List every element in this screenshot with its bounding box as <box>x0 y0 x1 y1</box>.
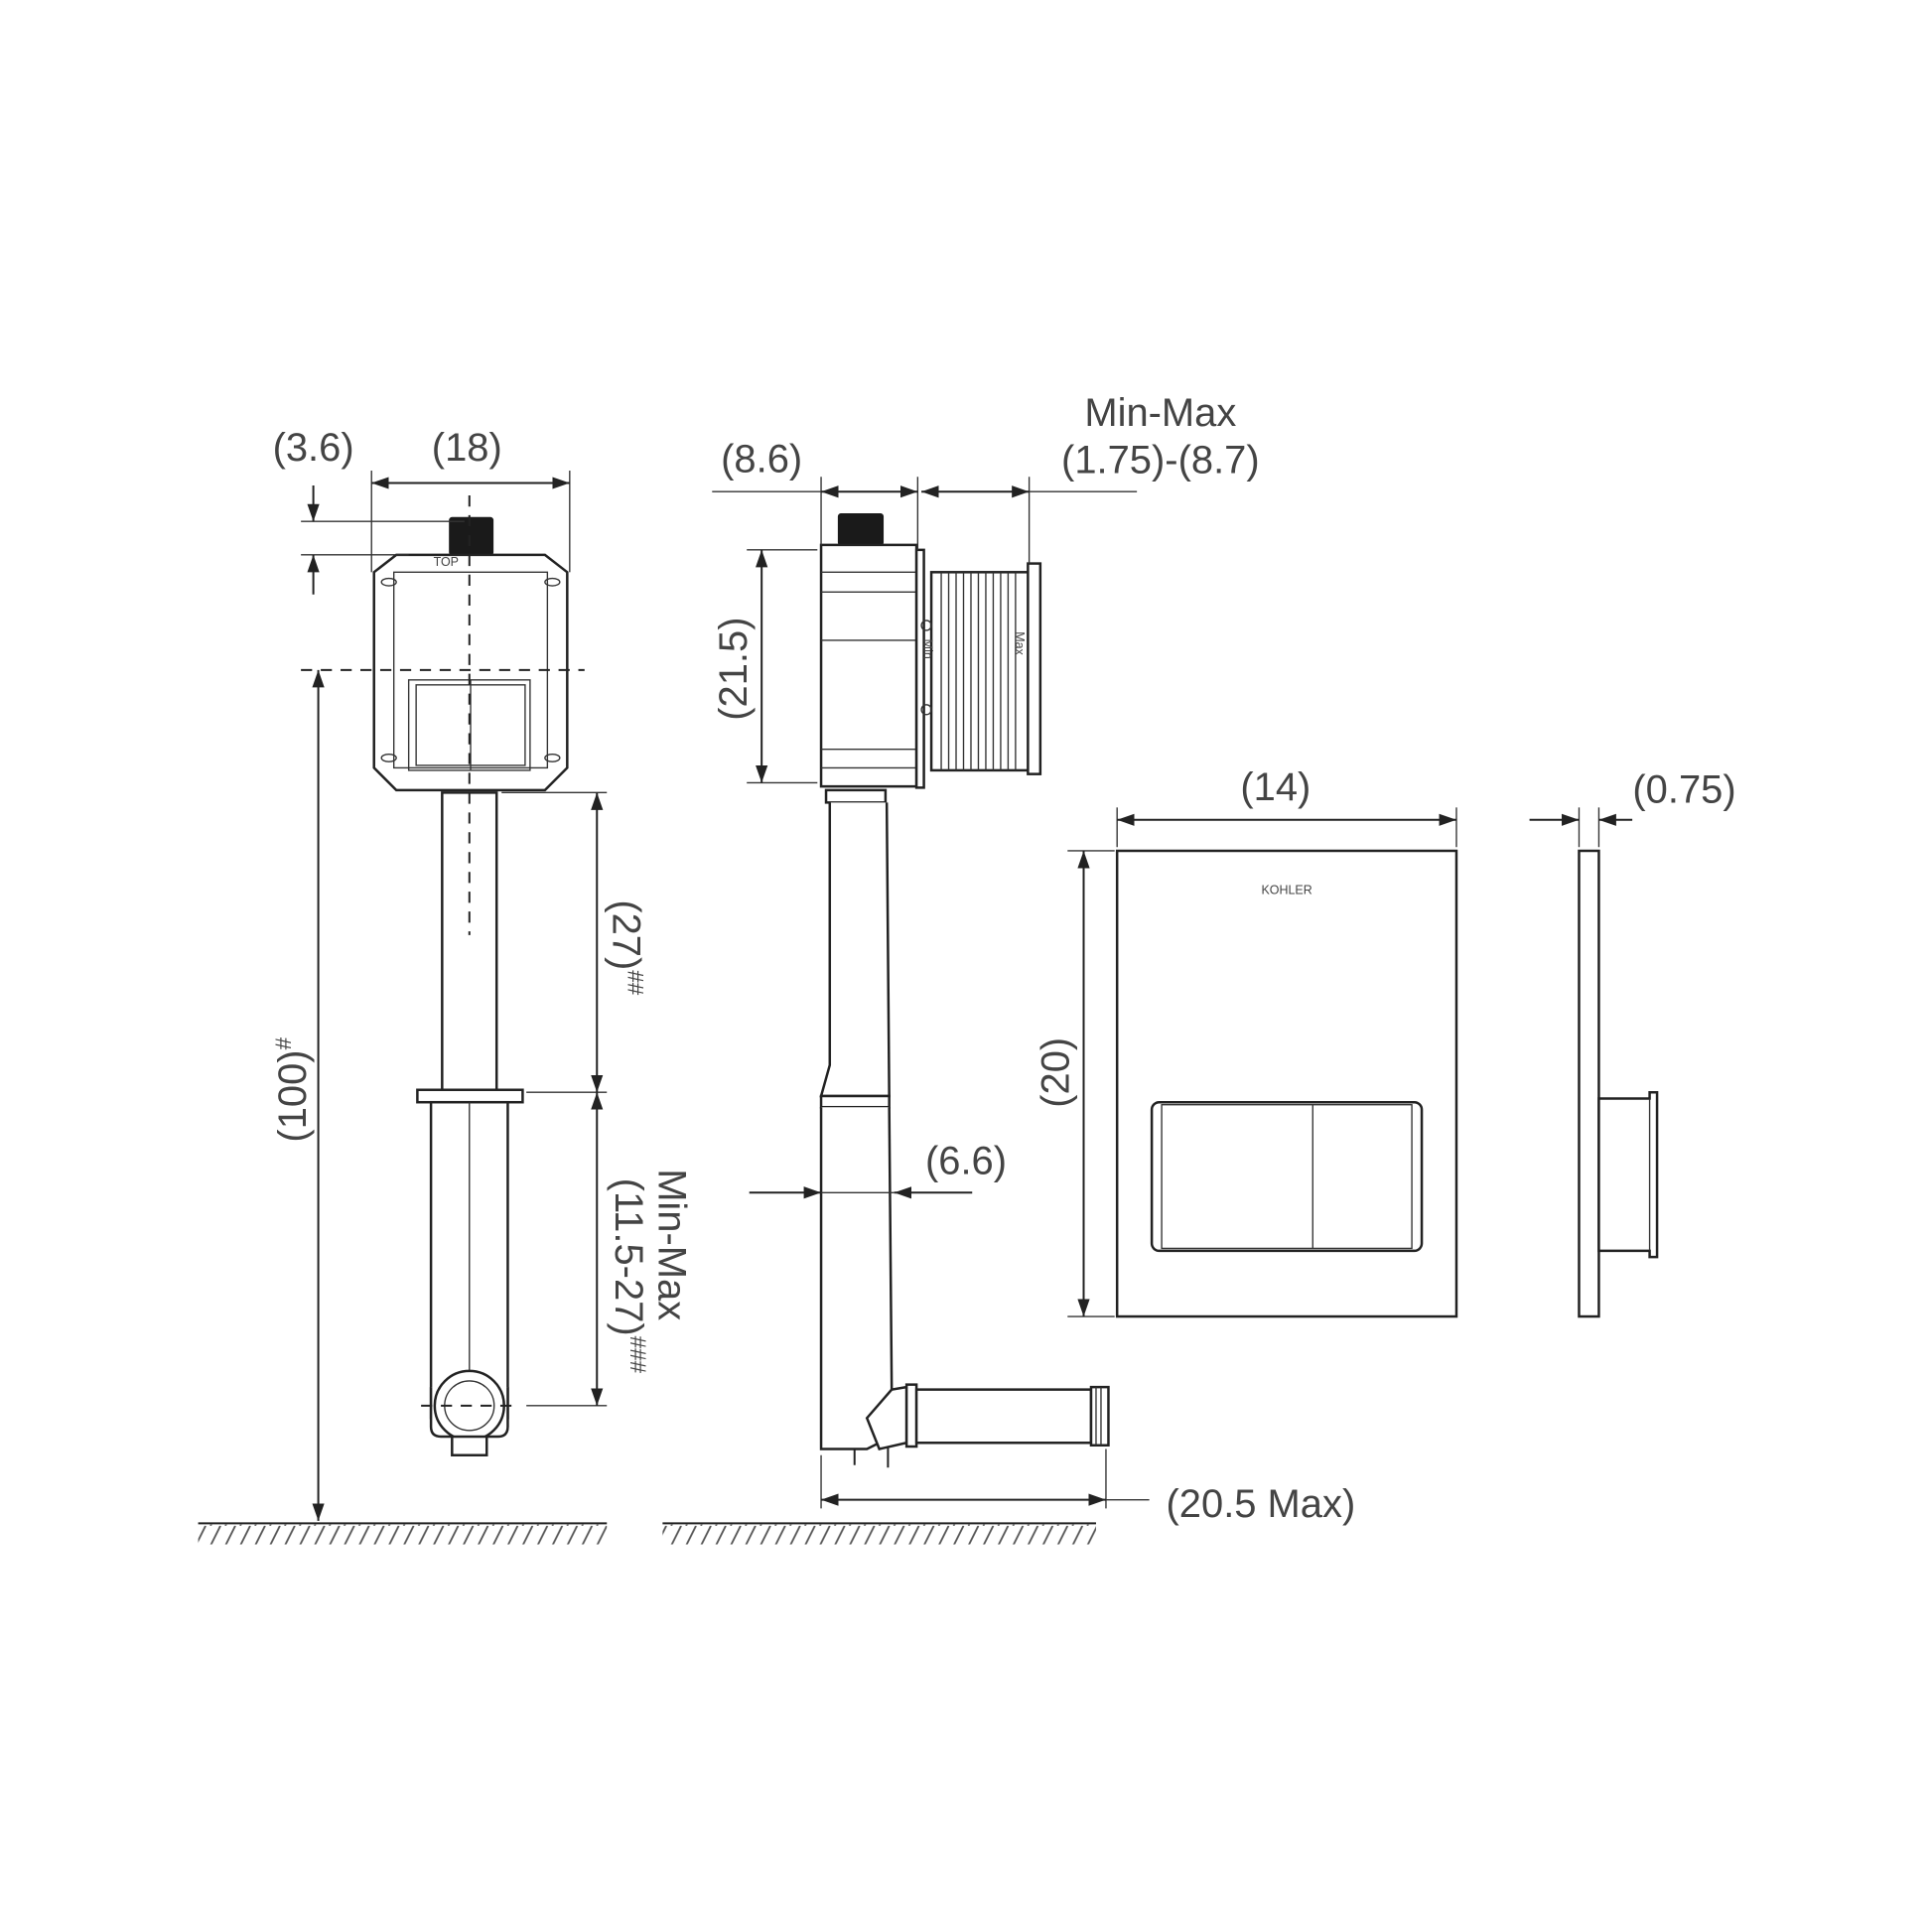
dim-label: (27)## <box>604 899 647 995</box>
dim-label: (21.5) <box>712 617 756 720</box>
dimension-plate-height-20: (20) <box>1035 850 1115 1317</box>
dimension-pipe-6-6: (6.6) <box>749 1140 1007 1199</box>
dim-title: Min-Max <box>1084 391 1236 435</box>
dim-label: (11.5-27)### <box>607 1178 650 1374</box>
flush-plate-front: KOHLER (14) (20) <box>1035 765 1458 1318</box>
max-marking: Max <box>1013 631 1027 655</box>
cistern-front: TOP <box>372 516 569 792</box>
dim-label: (18) <box>432 426 502 470</box>
dimension-outlet-20-5: (20.5 Max) <box>820 1449 1356 1526</box>
side-view: Min Max (8.6) <box>662 391 1356 1545</box>
dimension-height-100: (100)# <box>271 669 325 1521</box>
flush-plate-side: (0.75) <box>1529 767 1736 1318</box>
extension-ribs <box>940 572 1017 770</box>
dim-label: (3.6) <box>273 426 354 470</box>
kohler-logo: KOHLER <box>1261 884 1311 897</box>
min-marking: Min <box>921 639 935 659</box>
dim-label: (8.6) <box>721 437 802 481</box>
dimension-plate-width-14: (14) <box>1116 765 1457 848</box>
dim-label: (1.75)-(8.7) <box>1061 439 1260 483</box>
dimension-nipple-3-6: (3.6) <box>273 426 465 595</box>
dim-label: (20) <box>1035 1037 1078 1108</box>
dimension-height-21-5: (21.5) <box>712 549 818 784</box>
dimension-lower-pipe-11-5-27: Min-Max (11.5-27)### <box>526 1092 694 1407</box>
cistern-side: Min Max <box>819 513 1042 789</box>
dimension-depth-8-6: (8.6) <box>712 437 919 550</box>
dimension-plate-thickness-0-75: (0.75) <box>1529 767 1736 848</box>
dimension-extension-min-max: Min-Max (1.75)-(8.7) <box>921 391 1260 564</box>
dim-label: (100)# <box>271 1036 315 1142</box>
front-view: TOP (18) (3.6) <box>198 426 694 1545</box>
top-marking: TOP <box>434 555 459 569</box>
dim-title: Min-Max <box>650 1169 694 1320</box>
dim-label: (6.6) <box>925 1140 1007 1183</box>
floor-middle <box>662 1522 1096 1545</box>
dimension-width-18: (18) <box>370 426 571 573</box>
dim-label: (0.75) <box>1632 767 1735 811</box>
flush-pipe-side <box>819 788 1110 1468</box>
dim-label: (20.5 Max) <box>1167 1482 1356 1526</box>
dimension-upper-pipe-27: (27)## <box>501 791 647 1093</box>
dim-label: (14) <box>1240 765 1311 809</box>
floor-left <box>198 1522 608 1545</box>
